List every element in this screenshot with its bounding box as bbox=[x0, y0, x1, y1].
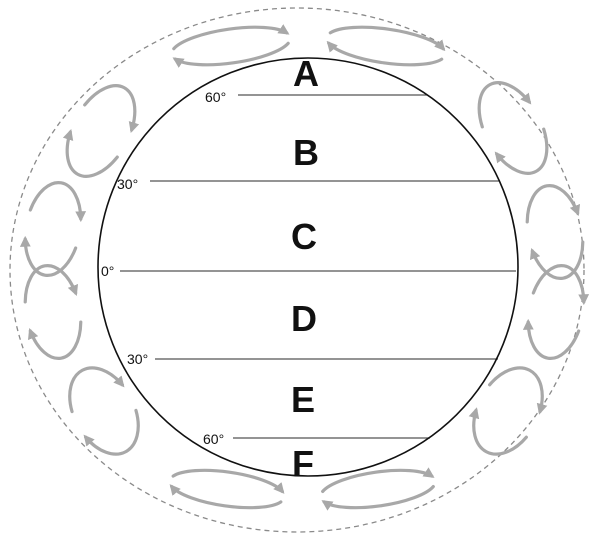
circulation-arrow bbox=[490, 357, 555, 412]
zone-letter-d: D bbox=[291, 298, 317, 339]
circulation-cell-arrow-icon bbox=[54, 75, 147, 187]
circulation-cell-arrow-icon bbox=[321, 465, 435, 514]
latitude-label-30n: 30° bbox=[117, 176, 138, 192]
circulation-arrow bbox=[523, 322, 579, 362]
circulation-arrow bbox=[85, 75, 148, 130]
circulation-arrow bbox=[173, 465, 284, 492]
circulation-cell-arrow-icon bbox=[172, 21, 290, 71]
latitude-label-30s: 30° bbox=[127, 351, 148, 367]
circulation-arrow bbox=[54, 132, 117, 187]
zone-letter-b: B bbox=[293, 132, 319, 173]
circulation-arrow bbox=[466, 72, 529, 127]
circulation-cell-arrow-icon bbox=[461, 357, 555, 465]
circulation-cell-arrow-icon bbox=[20, 261, 87, 362]
circulation-arrow bbox=[175, 43, 290, 70]
latitude-label-60s: 60° bbox=[203, 431, 224, 447]
latitude-label-60n: 60° bbox=[205, 89, 226, 105]
latitude-label-equator: 0° bbox=[101, 263, 114, 279]
circulation-arrow bbox=[30, 322, 86, 362]
circulation-arrow bbox=[327, 43, 442, 70]
zone-letter-a: A bbox=[293, 53, 319, 94]
zone-letter-e: E bbox=[291, 379, 315, 420]
circulation-arrow bbox=[57, 357, 122, 412]
zone-letter-f: F bbox=[292, 443, 314, 484]
circulation-cell-arrow-icon bbox=[20, 178, 87, 279]
circulation-arrow bbox=[20, 261, 76, 301]
circulation-arrow bbox=[30, 178, 86, 218]
circulation-arrow bbox=[497, 129, 560, 184]
circulation-cell-arrow-icon bbox=[57, 357, 151, 465]
circulation-arrow bbox=[170, 487, 281, 514]
circulation-arrow bbox=[461, 410, 526, 465]
circulation-arrow bbox=[330, 21, 445, 48]
circulation-cell-arrow-icon bbox=[327, 21, 445, 71]
circulation-arrow bbox=[20, 239, 76, 279]
circulation-arrow bbox=[321, 465, 432, 492]
circulation-arrow bbox=[324, 487, 435, 514]
circulation-arrow bbox=[172, 21, 287, 48]
circulation-cell-arrow-icon bbox=[466, 72, 559, 184]
zone-letter-c: C bbox=[291, 216, 317, 257]
